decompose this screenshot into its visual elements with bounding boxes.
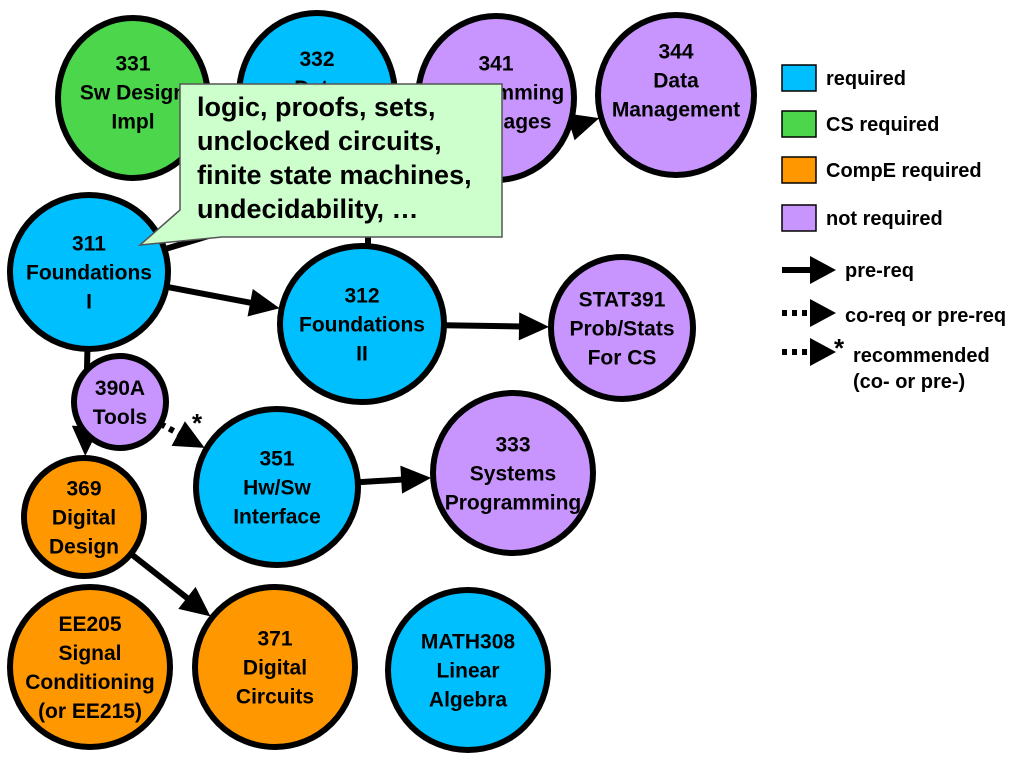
node-label-line: 333 — [495, 433, 530, 456]
edge-390a-to-351 — [159, 421, 205, 448]
node-circle — [192, 584, 358, 750]
legend-arrow-coreq — [782, 299, 836, 327]
node-label-line: Data — [653, 69, 699, 92]
node-circle — [277, 243, 447, 405]
callout-bubble — [137, 83, 503, 246]
legend-label-not-required: not required — [826, 208, 943, 230]
node-label-line: 371 — [257, 627, 292, 650]
node-circle — [71, 353, 169, 451]
edge-312-to-stat — [443, 312, 550, 341]
node-circle — [193, 406, 361, 568]
node-label-line: Foundations — [26, 261, 152, 284]
node-circle — [430, 390, 596, 556]
legend-arrow-recommended — [782, 338, 836, 366]
legend-label-compe-required: CompE required — [826, 160, 982, 182]
node-label-line: Digital — [243, 656, 307, 679]
node-circle — [7, 584, 173, 750]
edge-369-to-371 — [129, 551, 211, 617]
legend-star: * — [834, 333, 845, 363]
legend-label-prereq: pre-req — [845, 260, 914, 282]
node-label-line: Management — [612, 98, 740, 121]
node-label-line: I — [86, 290, 92, 313]
legend-label-cs-required: CS required — [826, 114, 939, 136]
legend-arrow-prereq — [782, 256, 836, 284]
node-label-line: 331 — [115, 52, 150, 75]
callout: logic, proofs, sets, unclocked circuits,… — [137, 83, 503, 246]
legend-label-required: required — [826, 68, 906, 90]
node-label-line: STAT391 — [579, 288, 666, 311]
node-label-line: Digital — [52, 506, 116, 529]
node-label-line: Conditioning — [25, 671, 154, 694]
node-label-line: Sw Design — [80, 81, 186, 104]
node-label-line: Linear — [436, 659, 499, 682]
node-label-line: EE205 — [58, 613, 121, 636]
node-label-line: MATH308 — [421, 630, 515, 653]
node-label-line: 344 — [658, 40, 693, 63]
edge-star-390a-351: * — [192, 408, 203, 438]
node-label-line: Programming — [445, 491, 582, 514]
node-circle — [595, 12, 757, 178]
node-label-line: II — [356, 342, 368, 365]
node-label-line: Algebra — [429, 688, 508, 711]
node-label-line: 312 — [344, 284, 379, 307]
edge-311-to-312 — [165, 283, 280, 317]
node-label-line: 341 — [478, 52, 513, 75]
node-circle — [548, 254, 696, 402]
node-label-line: 369 — [66, 477, 101, 500]
legend: required CS required CompE required not … — [781, 64, 1006, 393]
node-label-line: Circuits — [236, 685, 314, 708]
legend-swatch-required — [781, 64, 817, 92]
callout-line-1: logic, proofs, sets, — [197, 92, 436, 122]
node-circle — [21, 455, 147, 579]
node-label-line: 332 — [299, 48, 334, 71]
node-label-line: 311 — [72, 232, 106, 255]
node-label-line: Interface — [233, 505, 321, 528]
legend-swatch-not-required — [781, 204, 817, 232]
callout-line-2: unclocked circuits, — [197, 126, 442, 156]
node-circle — [385, 587, 551, 753]
callout-line-3: finite state machines, — [197, 160, 472, 190]
node-label-line: (or EE215) — [38, 700, 142, 723]
node-label-line: Prob/Stats — [569, 317, 674, 340]
node-390a: 390A Tools — [71, 353, 169, 451]
legend-label-recommended-2: (co- or pre-) — [853, 371, 965, 393]
callout-line-4: undecidability, … — [197, 194, 419, 224]
node-label-line: Design — [49, 535, 119, 558]
legend-swatch-compe-required — [781, 156, 817, 184]
node-label-line: For CS — [588, 346, 657, 369]
node-label-line: Systems — [470, 462, 556, 485]
node-label-line: 351 — [259, 447, 294, 470]
node-label-line: Tools — [93, 406, 147, 429]
node-label-line: Hw/Sw — [243, 476, 311, 499]
node-circle — [7, 192, 171, 352]
edge-351-to-333 — [357, 465, 432, 494]
legend-label-coreq: co-req or pre-req — [845, 305, 1006, 327]
legend-label-recommended-1: recommended — [853, 345, 990, 367]
legend-swatch-cs-required — [781, 110, 817, 138]
node-label-line: Foundations — [299, 313, 425, 336]
node-label-line: Impl — [111, 110, 154, 133]
node-label-line: Signal — [58, 642, 121, 665]
node-label-line: 390A — [95, 377, 145, 400]
